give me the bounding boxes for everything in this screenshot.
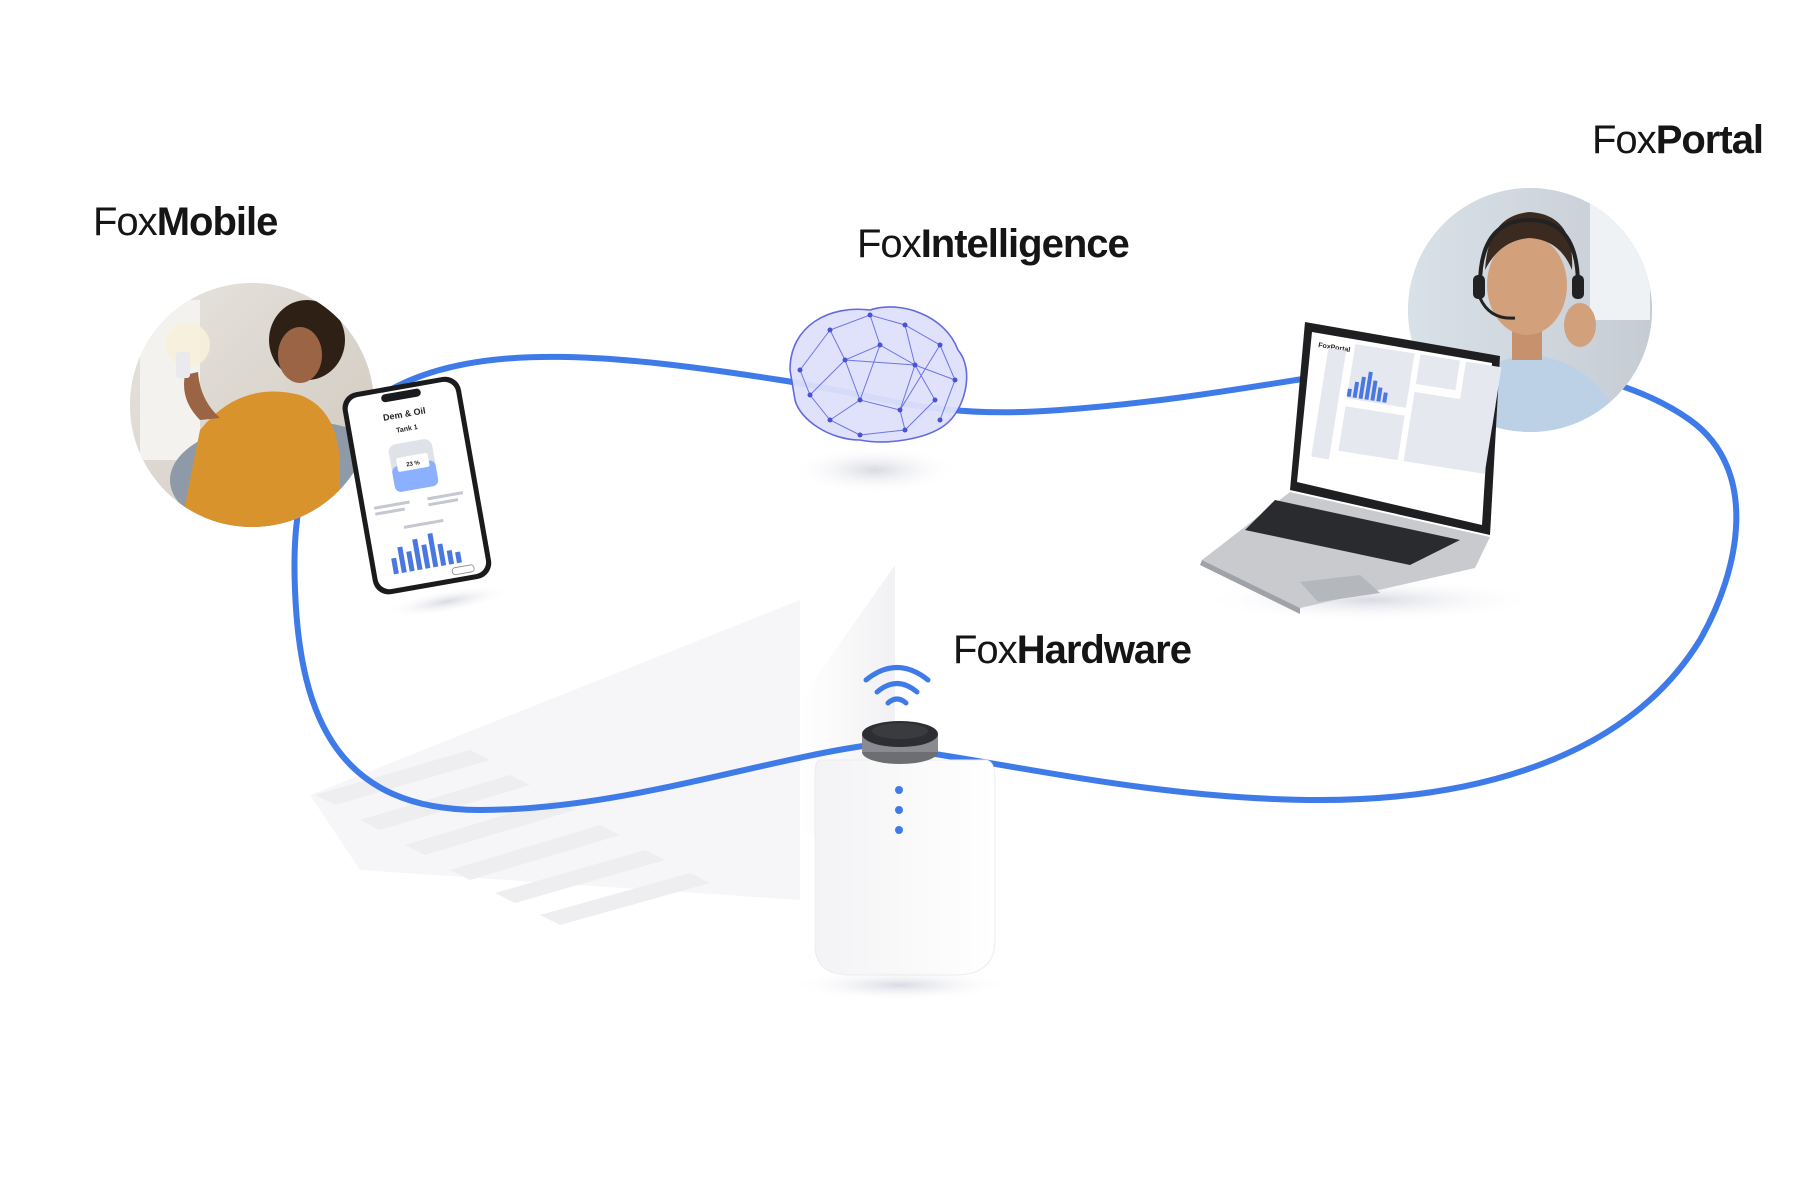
phone-tank-name: Tank 1 <box>396 424 419 435</box>
label-foxhardware-prefix: Fox <box>953 628 1018 672</box>
connection-loop <box>291 353 1740 814</box>
phone-mini-chart <box>391 533 462 575</box>
label-foxintelligence-name: Intelligence <box>920 222 1130 266</box>
label-foxhardware-name: Hardware <box>1016 628 1192 672</box>
mobile-user-photo <box>130 283 374 527</box>
brain-network-icon <box>789 306 968 494</box>
label-foxintelligence-prefix: Fox <box>857 222 922 266</box>
label-foxhardware: FoxHardware <box>953 628 1192 672</box>
wifi-icon <box>863 665 931 706</box>
label-foxportal-name: Portal <box>1655 118 1764 162</box>
sensor-device-icon <box>790 721 1010 1001</box>
laptop-device: FoxPortal <box>1200 322 1540 622</box>
label-foxintelligence: FoxIntelligence <box>857 222 1130 266</box>
laptop-brand: FoxPortal <box>1318 342 1351 354</box>
label-foxmobile: FoxMobile <box>93 200 279 244</box>
phone-fill-percent: 23 % <box>406 460 421 468</box>
label-foxmobile-prefix: Fox <box>93 200 158 244</box>
label-foxportal: FoxPortal <box>1592 118 1764 162</box>
label-foxmobile-name: Mobile <box>156 200 279 244</box>
floor-shadow <box>310 565 895 925</box>
phone-device: Dem & Oil Tank 1 23 % <box>342 376 512 618</box>
label-foxportal-prefix: Fox <box>1592 118 1657 162</box>
